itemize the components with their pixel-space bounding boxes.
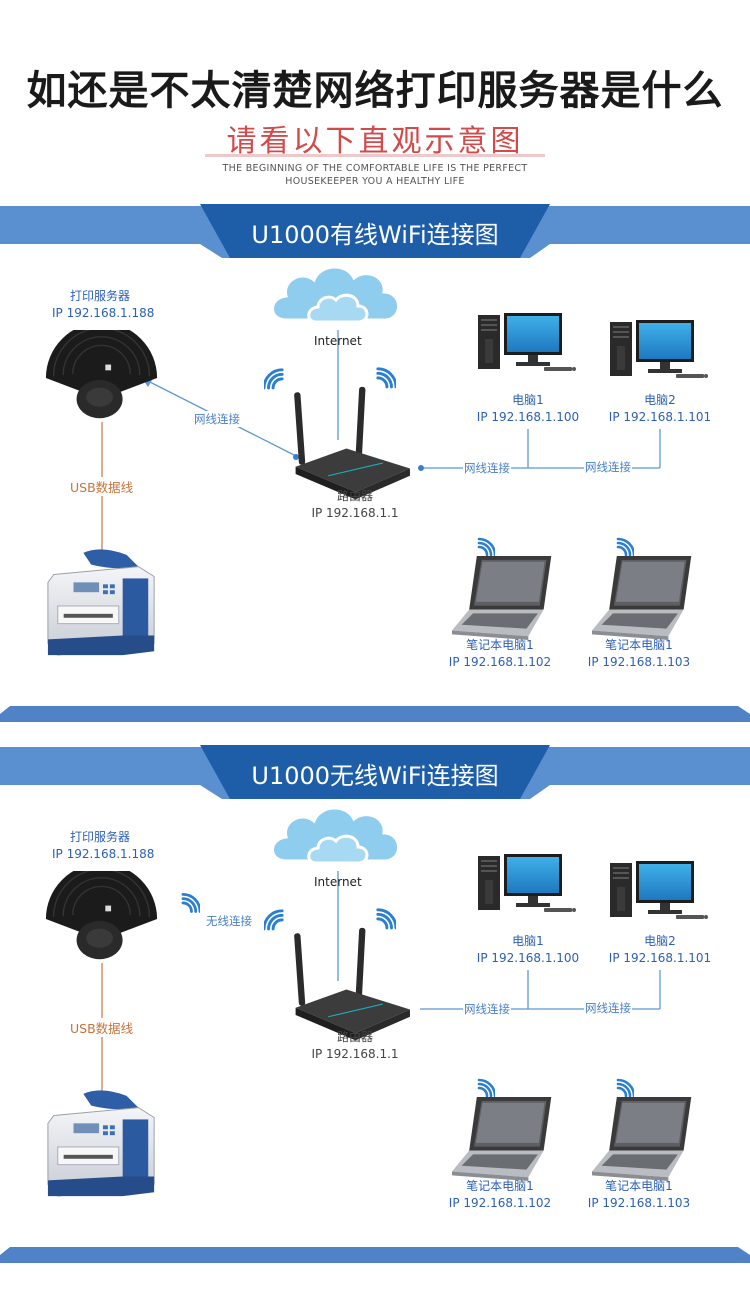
print-server-icon (46, 863, 157, 959)
router-ip: IP 192.168.1.1 (300, 1046, 410, 1063)
print-server-ip: IP 192.168.1.188 (52, 305, 154, 322)
tagline: THE BEGINNING OF THE COMFORTABLE LIFE IS… (0, 162, 750, 188)
laptop2-label: 笔记本电脑1 (584, 1178, 694, 1195)
tagline-line-1: THE BEGINNING OF THE COMFORTABLE LIFE IS… (0, 162, 750, 175)
laptop2-ip: IP 192.168.1.103 (579, 654, 699, 671)
printer-icon (48, 1090, 154, 1196)
laptop2-wifi-icon (618, 1080, 634, 1096)
router-ip: IP 192.168.1.1 (300, 505, 410, 522)
laptop1-ip: IP 192.168.1.102 (440, 654, 560, 671)
lan-link-label-2: 网线连接 (584, 1000, 632, 1016)
internet-label: Internet (314, 334, 362, 348)
laptop1-icon (452, 1097, 551, 1181)
laptop2-wifi-icon (618, 539, 634, 555)
internet-label: Internet (314, 875, 362, 889)
pc1-icon (478, 313, 576, 371)
laptop1-wifi-icon (479, 1080, 495, 1096)
router-icon (294, 387, 410, 500)
pc2-icon (610, 320, 708, 378)
router-wifi-right-icon (378, 369, 396, 387)
pc1-label: 电脑1 (478, 933, 578, 950)
section-bottom-bar (0, 706, 750, 722)
pc2-icon (610, 861, 708, 919)
wireless-section-title: U1000无线WiFi连接图 (225, 756, 525, 791)
pc1-label: 电脑1 (478, 392, 578, 409)
pc2-ip: IP 192.168.1.101 (600, 950, 720, 967)
print-server-label: 打印服务器 (70, 288, 130, 305)
print-server-icon (46, 322, 157, 418)
router-label: 路由器 (310, 1029, 400, 1046)
lan-link-label-1: 网线连接 (463, 1001, 511, 1017)
wireless-section: U1000无线WiFi连接图 打印服务器 IP 192.168.1.188 In… (0, 741, 750, 1271)
server-link-label: 网线连接 (193, 411, 241, 427)
router-wifi-left-icon (264, 370, 282, 388)
wired-section-title: U1000有线WiFi连接图 (225, 215, 525, 250)
laptop2-label: 笔记本电脑1 (584, 637, 694, 654)
wired-section: U1000有线WiFi连接图 打印服务器 IP 192.168.1.188 In… (0, 200, 750, 730)
usb-cable-label: USB数据线 (70, 1018, 133, 1037)
tagline-line-2: HOUSEKEEPER YOU A HEALTHY LIFE (0, 175, 750, 188)
router-wifi-left-icon (264, 911, 282, 929)
laptop2-icon (592, 1097, 691, 1181)
print-server-wifi-icon (183, 894, 200, 911)
laptop1-label: 笔记本电脑1 (445, 1178, 555, 1195)
laptop2-ip: IP 192.168.1.103 (579, 1195, 699, 1212)
laptop2-icon (592, 556, 691, 640)
print-server-ip: IP 192.168.1.188 (52, 846, 154, 863)
pc1-ip: IP 192.168.1.100 (468, 950, 588, 967)
lan-link-label-1: 网线连接 (463, 460, 511, 476)
lan-link-label-2: 网线连接 (584, 459, 632, 475)
laptop1-wifi-icon (479, 539, 495, 555)
pc2-ip: IP 192.168.1.101 (600, 409, 720, 426)
printer-icon (48, 549, 154, 655)
pc1-ip: IP 192.168.1.100 (468, 409, 588, 426)
pc2-label: 电脑2 (610, 392, 710, 409)
router-icon (294, 928, 410, 1041)
page-title: 如还是不太清楚网络打印服务器是什么 (0, 58, 750, 116)
section-bottom-bar (0, 1247, 750, 1263)
pc1-icon (478, 854, 576, 912)
laptop1-label: 笔记本电脑1 (445, 637, 555, 654)
laptop1-icon (452, 556, 551, 640)
router-wifi-right-icon (378, 910, 396, 928)
subtitle-underline (205, 154, 545, 157)
pc2-label: 电脑2 (610, 933, 710, 950)
router-label: 路由器 (310, 488, 400, 505)
server-link-label: 无线连接 (205, 913, 253, 929)
laptop1-ip: IP 192.168.1.102 (440, 1195, 560, 1212)
print-server-label: 打印服务器 (70, 829, 130, 846)
internet-cloud-icon (273, 808, 399, 863)
usb-cable-label: USB数据线 (70, 477, 133, 496)
internet-cloud-icon (273, 267, 399, 322)
